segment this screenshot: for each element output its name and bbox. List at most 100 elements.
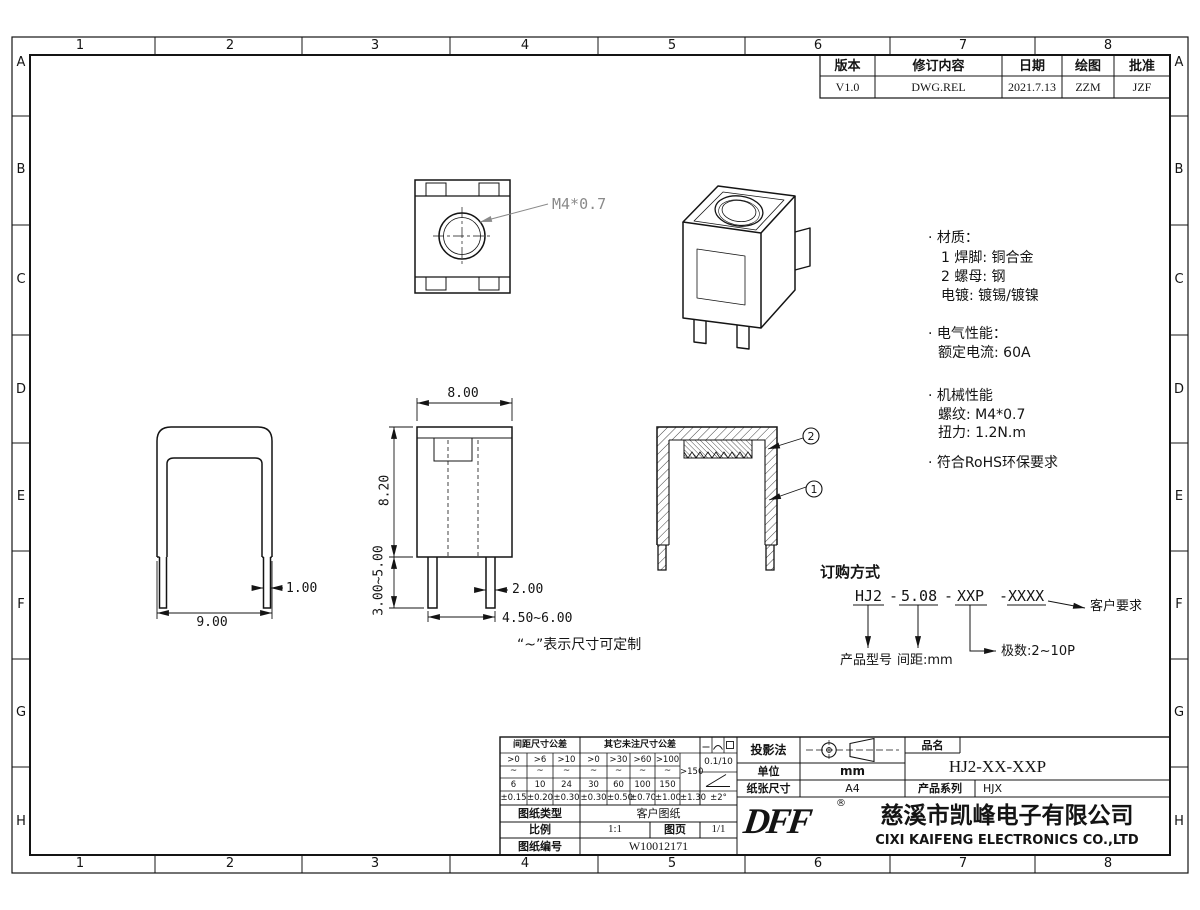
zone-letter: G — [15, 705, 27, 720]
ordering-label-model: 产品型号 — [840, 653, 893, 668]
tol-cell: >10 — [557, 755, 576, 765]
projection-label: 投影法 — [750, 743, 787, 757]
registered-trademark-icon: ® — [836, 798, 846, 809]
tol-cell: 150 — [659, 780, 676, 790]
zone-number: 6 — [813, 38, 823, 53]
zone-number: 3 — [370, 856, 380, 871]
series-label: 产品系列 — [918, 782, 962, 795]
zone-number: 4 — [520, 38, 530, 53]
ordering-dash: - — [944, 587, 954, 605]
tol-cell: >0 — [587, 755, 600, 765]
zone-letter: E — [1174, 489, 1184, 504]
zone-letter: H — [1174, 814, 1184, 829]
paper-label: 纸张尺寸 — [746, 782, 791, 795]
zone-letter: F — [17, 597, 25, 612]
zone-number: 8 — [1103, 856, 1113, 871]
section-view — [656, 426, 823, 571]
zone-number: 4 — [520, 856, 530, 871]
dim-body-height: 8.20 — [377, 474, 393, 507]
company-logo: DFF — [741, 801, 812, 841]
zone-number: 1 — [75, 38, 85, 53]
tol-value: ±1.30 — [680, 793, 707, 803]
revision-header: 日期 — [1018, 59, 1045, 74]
ordering-dash: - — [889, 587, 899, 605]
revision-cell: JZF — [1132, 80, 1152, 94]
tol-cell: ~ — [589, 766, 598, 776]
tol-cell: 10 — [534, 780, 546, 790]
revision-cell: V1.0 — [835, 80, 860, 94]
paper-value: A4 — [845, 782, 860, 795]
tol-cell: >6 — [533, 755, 547, 765]
revision-header: 绘图 — [1074, 59, 1101, 74]
customizable-note: “~”表示尺寸可定制 — [517, 637, 642, 653]
t-symbols-row-icons — [702, 737, 734, 753]
ordering-suffix: -XXXX — [999, 587, 1045, 605]
dimension-lines — [156, 398, 513, 622]
zone-letter: D — [1173, 382, 1184, 397]
tol-value: ±1.00 — [655, 793, 682, 803]
ordering-label-pitch: 间距:mm — [897, 653, 953, 668]
front-view — [156, 426, 273, 609]
side-view — [416, 426, 513, 609]
tol-cell: >30 — [609, 755, 628, 765]
zone-letter: E — [16, 489, 26, 504]
series-value: HJX — [983, 782, 1003, 795]
unit-label: 单位 — [757, 765, 780, 778]
balloon-frame: 1 — [810, 483, 818, 496]
revision-table-grid — [819, 54, 1171, 99]
unit-value: mm — [839, 764, 865, 778]
titleblock-grid — [499, 736, 1171, 856]
balloon-nut: 2 — [807, 430, 815, 443]
note-line: · 材质： — [928, 230, 979, 246]
ordering-lines — [853, 600, 1086, 655]
tol-cell: 100 — [634, 780, 651, 790]
part-name-value: HJ2-XX-XXP — [948, 757, 1047, 776]
scale-value: 1:1 — [607, 823, 623, 835]
revision-cell: DWG.REL — [911, 80, 966, 94]
tol-cell: 60 — [613, 780, 624, 790]
revision-header: 修订内容 — [912, 59, 965, 74]
zone-number: 5 — [667, 38, 677, 53]
revision-cell: ZZM — [1075, 80, 1101, 94]
zone-number: 5 — [667, 856, 677, 871]
tol-cell: 6 — [510, 780, 517, 790]
tol-value: ±0.50 — [607, 793, 634, 803]
tol-angle: ±2° — [710, 793, 727, 803]
note-line: · 电气性能： — [928, 326, 1007, 342]
note-line: 额定电流: 60A — [938, 345, 1031, 361]
tol-surface: 0.1/10 — [704, 757, 733, 767]
note-line: 1 焊脚: 铜合金 — [941, 250, 1034, 266]
angle-tolerance-icon — [705, 774, 730, 787]
tol-value: ±0.15 — [500, 793, 527, 803]
ordering-pitch: 5.08 — [901, 587, 938, 605]
tol-cell: ~ — [614, 766, 623, 776]
dim-overall-width: 9.00 — [196, 615, 228, 630]
note-line: 螺纹: M4*0.7 — [938, 407, 1026, 423]
dim-leg-length: 3.00~5.00 — [371, 545, 387, 616]
ordering-title: 订购方式 — [820, 563, 881, 581]
company-name-cn: 慈溪市凯峰电子有限公司 — [880, 803, 1134, 829]
drawing-no-label: 图纸编号 — [518, 840, 562, 853]
tol-pitch-header: 间距尺寸公差 — [512, 740, 567, 750]
zone-letter: D — [15, 382, 26, 397]
note-line: · 符合RoHS环保要求 — [928, 455, 1058, 471]
zone-letter: F — [1175, 597, 1183, 612]
zone-number: 2 — [225, 856, 235, 871]
zone-letter: B — [16, 162, 26, 177]
tol-cell: ~ — [536, 766, 544, 776]
zone-letter: C — [1174, 272, 1184, 287]
dim-side-leg-width: 2.00 — [512, 582, 544, 597]
tol-cell: 30 — [588, 780, 599, 790]
ordering-model: HJ2 — [855, 587, 883, 605]
zone-letter: A — [16, 55, 26, 70]
zone-number: 2 — [225, 38, 235, 53]
tol-other-header: 其它未注尺寸公差 — [603, 740, 676, 750]
drawing-no-value: W10012171 — [628, 839, 689, 853]
note-line: · 机械性能 — [928, 388, 993, 404]
page-label: 图页 — [664, 823, 686, 836]
revision-header: 批准 — [1128, 59, 1155, 74]
first-angle-projection-icon — [806, 737, 899, 763]
note-line: 2 螺母: 钢 — [941, 269, 1006, 285]
top-view — [414, 179, 549, 294]
